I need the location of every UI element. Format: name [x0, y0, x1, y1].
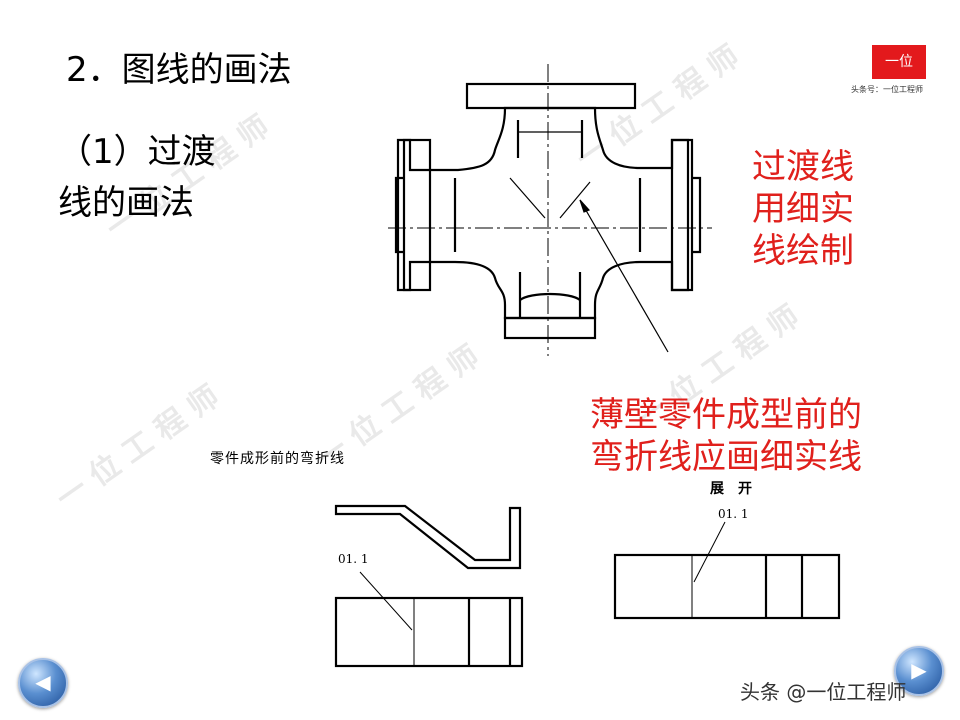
prev-arrow-icon: ◀ — [35, 670, 51, 694]
note2-line2: 弯折线应画细实线 — [590, 437, 862, 477]
right-figure-caption: 展 开 — [710, 481, 752, 497]
subtitle-line-2: 线的画法 — [58, 183, 194, 223]
left-figure-caption: 零件成形前的弯折线 — [210, 451, 345, 467]
bent-part-view — [334, 596, 524, 668]
note2-line1: 薄壁零件成型前的 — [590, 395, 862, 435]
brand-logo-subtext: 头条号：一位工程师 — [851, 85, 923, 94]
transition-line-note: 过渡线 用细实 线绘制 — [752, 146, 872, 272]
left-figure-label: 01. 1 — [338, 552, 369, 566]
right-figure-label: 01. 1 — [718, 507, 749, 521]
prev-slide-button[interactable]: ◀ — [18, 658, 68, 708]
left-leader — [359, 571, 413, 631]
slide-title: 2．图线的画法 — [66, 50, 292, 90]
left-boss — [394, 176, 404, 254]
brand-logo: 一位 — [872, 45, 926, 79]
footer-credit: 头条 @一位工程师 — [740, 680, 907, 704]
subtitle-line-1: （1）过渡 — [58, 132, 216, 172]
note1-line1: 过渡线 — [752, 147, 854, 187]
unfolded-part — [613, 553, 841, 620]
bent-part-profile — [334, 504, 522, 570]
right-boss — [692, 176, 702, 254]
leader-line — [579, 199, 669, 353]
pipe-cross-outline — [396, 106, 690, 320]
next-arrow-icon: ▶ — [911, 658, 927, 682]
bend-line-note: 薄壁零件成型前的 弯折线应画细实线 — [590, 394, 900, 478]
note1-line2: 用细实 — [752, 189, 854, 229]
right-flange — [670, 138, 694, 292]
left-flange — [402, 138, 432, 292]
next-slide-button[interactable]: ▶ — [894, 646, 944, 696]
right-leader — [693, 521, 726, 583]
note1-line3: 线绘制 — [752, 231, 854, 271]
bottom-flange — [503, 316, 597, 340]
top-flange — [465, 82, 637, 110]
